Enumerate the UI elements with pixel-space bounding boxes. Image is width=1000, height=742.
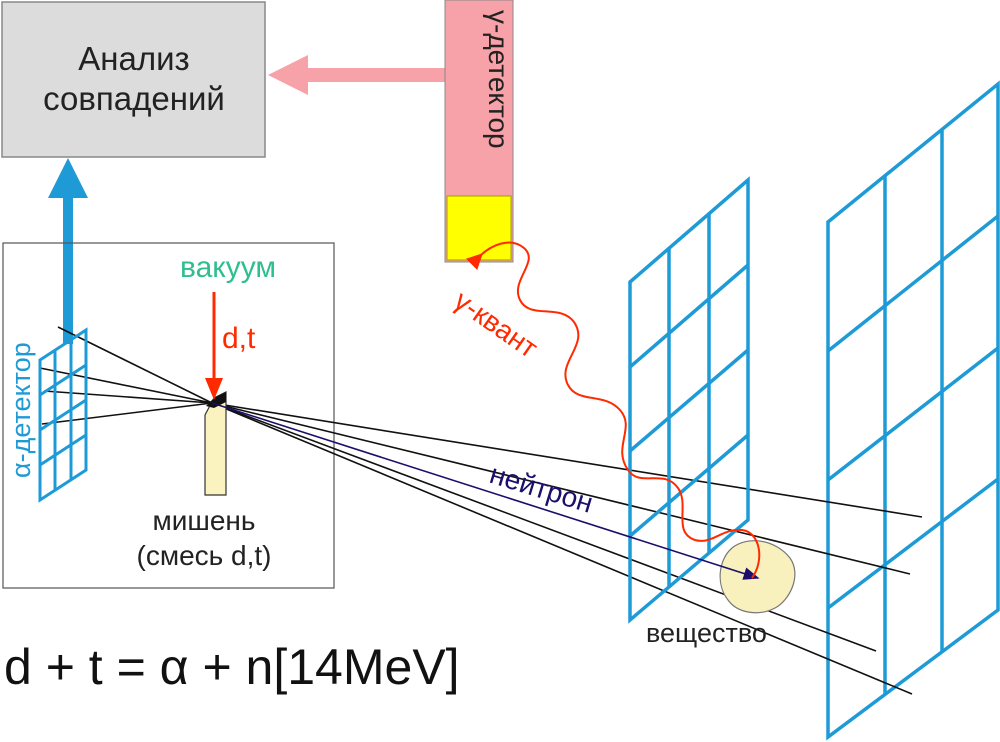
gamma-quantum-label: γ-квант [449, 285, 544, 364]
beam-arrow [205, 292, 223, 400]
target-label-line2: (смесь d,t) [137, 540, 272, 571]
substance-label: вещество [646, 618, 767, 648]
gamma-detector: γ-детектор [444, 0, 514, 263]
rear-detector-grid [826, 80, 1000, 741]
alpha-to-coincidence-arrow [48, 158, 88, 344]
neutron-label: нейтрон [486, 458, 597, 519]
gamma-detector-label: γ-детектор [483, 10, 514, 149]
gamma-quantum-path [465, 241, 761, 579]
target-label-line1: мишень [153, 505, 256, 536]
substance-blob [719, 540, 796, 614]
coincidence-label-line1: Анализ [78, 40, 189, 77]
gamma-to-coincidence-arrow [268, 55, 445, 95]
cone-lines [39, 326, 923, 695]
reaction-equation: d + t = α + n[14MeV] [4, 639, 460, 695]
target [204, 391, 227, 496]
alpha-detector-label: α-детектор [6, 342, 36, 478]
coincidence-box [1, 1, 266, 158]
front-detector-grid [628, 176, 750, 624]
vacuum-chamber [2, 242, 335, 589]
scintillator-crystal [446, 195, 512, 261]
neutron-arrow [211, 402, 760, 580]
beam-label: d,t [222, 322, 256, 355]
vacuum-label: вакуум [180, 251, 276, 284]
alpha-detector-grid [38, 327, 88, 503]
coincidence-label-line2: совпадений [43, 80, 225, 117]
